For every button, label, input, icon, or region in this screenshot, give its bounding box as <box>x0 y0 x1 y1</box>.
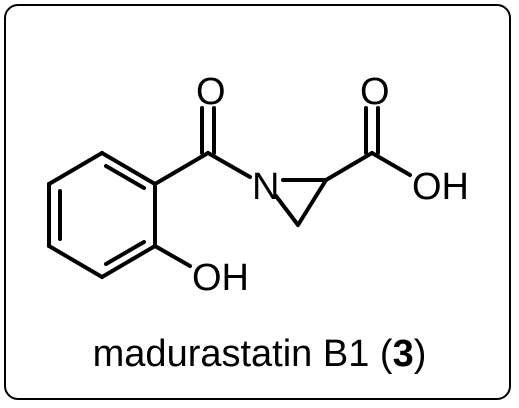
compound-name-close: ) <box>413 333 427 375</box>
ring-bond <box>100 151 157 186</box>
aziridine-bond <box>296 178 328 227</box>
ring-inner-bond <box>104 240 146 266</box>
bond-lines <box>47 106 412 279</box>
atom-label-o-acid: O <box>360 71 390 113</box>
acid-oh-bond <box>370 151 412 177</box>
atom-label-o-carbonyl: O <box>196 71 226 113</box>
ring-bond <box>47 244 104 279</box>
ring-acid-bond <box>324 151 374 182</box>
aryl-carbonyl-bond <box>153 151 210 186</box>
ring-inner-bond <box>104 164 146 190</box>
ring-bond <box>47 151 104 186</box>
amide-bond <box>206 151 252 179</box>
phenol-oh-bond <box>153 244 192 268</box>
atom-label-n: N <box>252 166 279 208</box>
ring-bond <box>100 244 157 279</box>
atom-label-oh-acid: OH <box>412 166 469 208</box>
atom-label-oh-phenol: OH <box>192 257 249 299</box>
figure-frame <box>4 4 511 400</box>
compound-number: 3 <box>392 333 414 375</box>
compound-name: madurastatin B1 (3) <box>0 332 519 376</box>
compound-name-text: madurastatin B1 ( <box>92 333 393 375</box>
aziridine-bond <box>274 194 300 227</box>
